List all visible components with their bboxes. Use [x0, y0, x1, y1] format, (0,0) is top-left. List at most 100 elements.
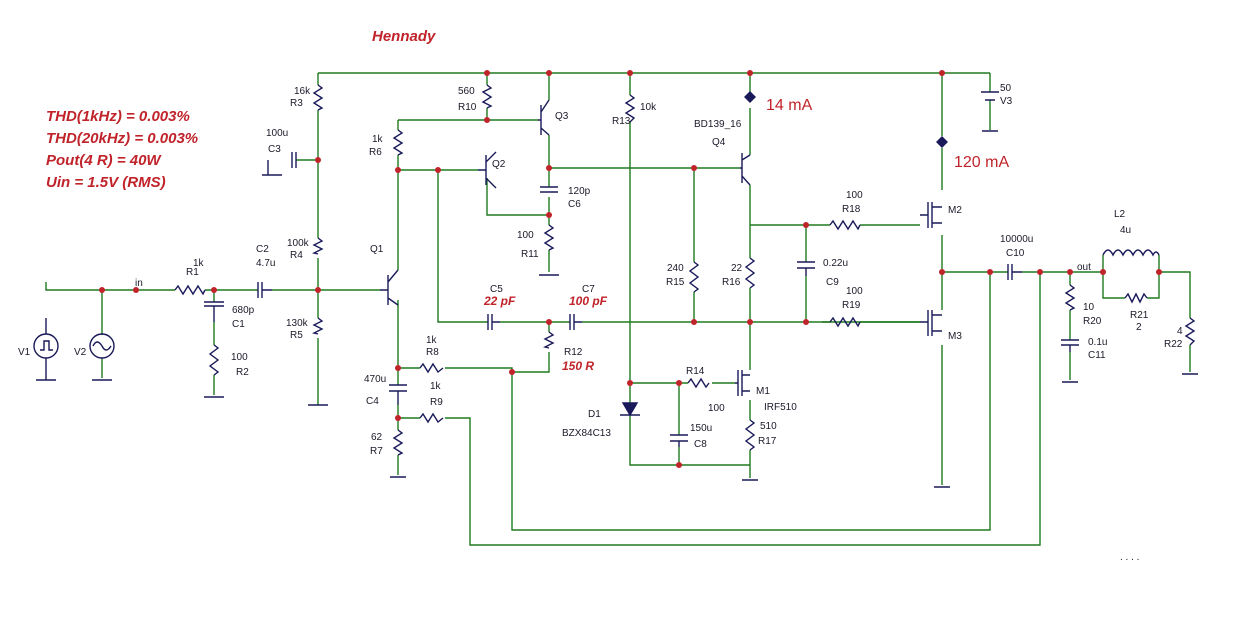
- c7-value-note: 100 pF: [569, 294, 608, 308]
- m3-ref-label: M3: [948, 331, 962, 342]
- r11-ref-label: R11: [521, 249, 539, 260]
- c7-ref-label: C7: [582, 284, 595, 295]
- v1-ref-label: V1: [18, 347, 31, 358]
- c8-ref-label: C8: [694, 439, 707, 450]
- q4-value-label: BD139_16: [694, 119, 742, 130]
- r5-value-label: 130k: [286, 318, 309, 329]
- m1-ref-label: M1: [756, 386, 770, 397]
- r14-ref-label: R14: [686, 366, 705, 377]
- c5-ref-label: C5: [490, 284, 503, 295]
- current-q4-label: 14 mA: [766, 97, 813, 114]
- m1-value-label: IRF510: [764, 402, 797, 413]
- c10-ref-label: C10: [1006, 248, 1025, 259]
- r8-value-label: 1k: [426, 335, 438, 346]
- capacitors: [204, 91, 1079, 447]
- r19-ref-label: R19: [842, 300, 861, 311]
- d1-ref-label: D1: [588, 409, 601, 420]
- v3-value-label: 50: [1000, 83, 1012, 94]
- c4-ref-label: C4: [366, 396, 379, 407]
- transistors: [380, 91, 948, 417]
- net-out-label: out: [1077, 262, 1091, 273]
- c1-ref-label: C1: [232, 319, 245, 330]
- c4-value-label: 470u: [364, 374, 386, 385]
- ellipsis-mark: . . . .: [1120, 552, 1139, 563]
- c3-ref-label: C3: [268, 144, 281, 155]
- c8-value-label: 150u: [690, 423, 712, 434]
- component-labels: R11kR2100R316kR4100kR5130kR61kR762R81kR9…: [18, 83, 1183, 457]
- r15-ref-label: R15: [666, 277, 685, 288]
- r9-value-label: 1k: [430, 381, 442, 392]
- c11-ref-label: C11: [1088, 350, 1106, 361]
- c1-value-label: 680p: [232, 305, 255, 316]
- r13-ref-label: R13: [612, 116, 631, 127]
- r3-value-label: 16k: [294, 86, 311, 97]
- junction-dots: [99, 70, 1162, 468]
- r12-value-note: 150 R: [562, 359, 594, 373]
- r20-value-label: 10: [1083, 302, 1095, 313]
- r21-ref-label: R21: [1130, 310, 1149, 321]
- r11-value-label: 100: [517, 230, 534, 241]
- r12-ref-label: R12: [564, 347, 583, 358]
- q3-ref-label: Q3: [555, 111, 569, 122]
- c9-ref-label: C9: [826, 277, 839, 288]
- net-in-label: in: [135, 278, 143, 289]
- signal-sources: [33, 318, 115, 380]
- spec-pout: Pout(4 R) = 40W: [46, 152, 162, 169]
- author-label: Hennady: [372, 28, 436, 45]
- r17-ref-label: R17: [758, 436, 777, 447]
- m2-ref-label: M2: [948, 205, 962, 216]
- spec-uin: Uin = 1.5V (RMS): [46, 174, 166, 191]
- r21-value-label: 2: [1136, 322, 1142, 333]
- l2-ref-label: L2: [1114, 209, 1126, 220]
- r4-ref-label: R4: [290, 250, 303, 261]
- r20-ref-label: R20: [1083, 316, 1102, 327]
- r16-value-label: 22: [731, 263, 743, 274]
- q2-ref-label: Q2: [492, 159, 506, 170]
- r7-value-label: 62: [371, 432, 383, 443]
- c9-value-label: 0.22u: [823, 258, 848, 269]
- c10-value-label: 10000u: [1000, 234, 1033, 245]
- r1-ref-label: R1: [186, 267, 199, 278]
- c11-value-label: 0.1u: [1088, 337, 1107, 348]
- r6-ref-label: R6: [369, 147, 382, 158]
- r13-value-label: 10k: [640, 102, 657, 113]
- spec-thd-20k: THD(20kHz) = 0.003%: [46, 130, 198, 147]
- resistors: [174, 84, 1196, 456]
- c6-ref-label: C6: [568, 199, 581, 210]
- r4-value-label: 100k: [287, 238, 310, 249]
- r19-value-label: 100: [846, 286, 863, 297]
- r9-ref-label: R9: [430, 397, 443, 408]
- r15-value-label: 240: [667, 263, 684, 274]
- r22-ref-label: R22: [1164, 339, 1183, 350]
- r17-value-label: 510: [760, 421, 777, 432]
- v3-ref-label: V3: [1000, 96, 1013, 107]
- c2-ref-label: C2: [256, 244, 269, 255]
- r6-value-label: 1k: [372, 134, 384, 145]
- r2-value-label: 100: [231, 352, 248, 363]
- c5-value-note: 22 pF: [483, 294, 516, 308]
- v2-ref-label: V2: [74, 347, 87, 358]
- r18-ref-label: R18: [842, 204, 861, 215]
- wiring: [45, 72, 1191, 546]
- r3-ref-label: R3: [290, 98, 303, 109]
- r14-value-label: 100: [708, 403, 725, 414]
- q1-ref-label: Q1: [370, 244, 384, 255]
- r10-ref-label: R10: [458, 102, 477, 113]
- l2-value-label: 4u: [1120, 225, 1131, 236]
- d1-value-label: BZX84C13: [562, 428, 611, 439]
- spec-thd-1k: THD(1kHz) = 0.003%: [46, 108, 190, 125]
- c6-value-label: 120p: [568, 186, 591, 197]
- r18-value-label: 100: [846, 190, 863, 201]
- r22-value-label: 4: [1177, 326, 1183, 337]
- r5-ref-label: R5: [290, 330, 303, 341]
- current-out-label: 120 mA: [954, 154, 1009, 171]
- c3-value-label: 100u: [266, 128, 288, 139]
- r2-ref-label: R2: [236, 367, 249, 378]
- c2-value-label: 4.7u: [256, 258, 275, 269]
- q4-ref-label: Q4: [712, 137, 726, 148]
- r10-value-label: 560: [458, 86, 475, 97]
- r8-ref-label: R8: [426, 347, 439, 358]
- r1-value-label: 1k: [193, 258, 205, 269]
- r7-ref-label: R7: [370, 446, 383, 457]
